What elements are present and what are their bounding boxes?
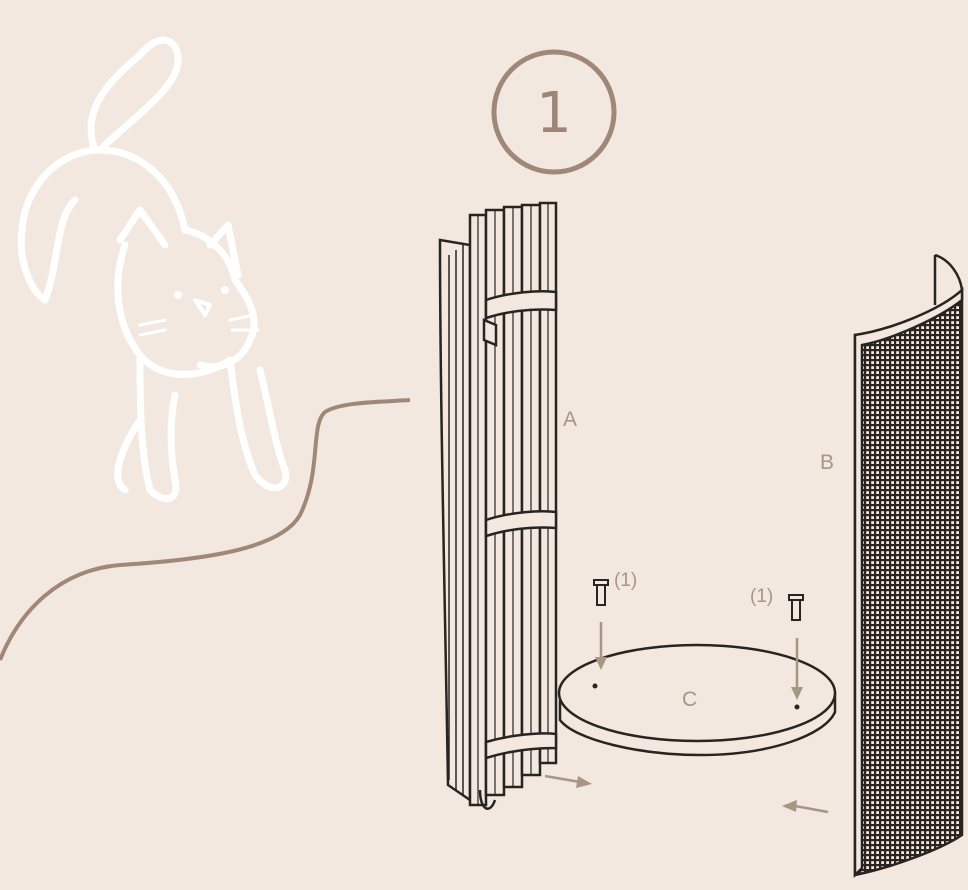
decorative-curve — [0, 400, 410, 660]
step-number: 1 — [536, 81, 572, 146]
cat-eye-left — [174, 291, 182, 299]
screw-left — [594, 580, 608, 605]
part-c-label: C — [682, 688, 697, 712]
screw-left-quantity: (1) — [614, 570, 637, 592]
part-b-mesh-panel — [855, 255, 962, 875]
cat-doodle — [21, 40, 286, 498]
part-a-frame — [440, 203, 556, 809]
part-b-label: B — [820, 451, 834, 475]
screw-right — [789, 595, 803, 620]
cat-eye-right — [221, 286, 229, 294]
part-a-label: A — [563, 408, 577, 432]
screw-right-quantity: (1) — [750, 586, 773, 608]
